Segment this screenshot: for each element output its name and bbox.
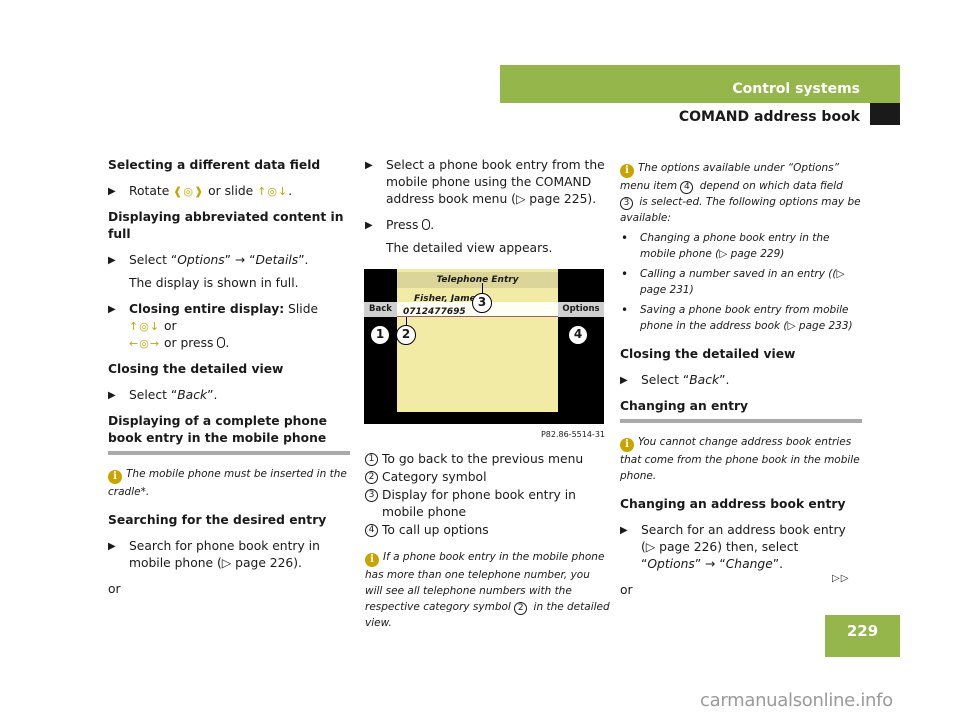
info-icon: i [365, 553, 379, 567]
slide-horizontal-symbol-icon: ←◎→ [129, 337, 161, 350]
info-icon: i [620, 438, 634, 452]
heading-changing-entry: Changing an entry [620, 398, 862, 423]
step-press: Press . [365, 217, 610, 234]
page-number: 229 [825, 615, 900, 657]
info-icon: i [108, 470, 122, 484]
or-text: or [108, 582, 121, 596]
result-detail-appears: The detailed view appears. [386, 241, 553, 255]
figure-caption: P82.86-5514-31 [540, 430, 605, 439]
heading-abbreviated: Displaying abbreviated content in full [108, 210, 344, 241]
heading-close-detail: Closing the detailed view [620, 347, 796, 361]
section-banner: Control systems [500, 65, 900, 103]
back-softkey: Back [364, 302, 397, 317]
entry-number: 0712477695 [403, 307, 466, 317]
callout-line [578, 317, 579, 331]
callout-line [482, 283, 483, 296]
info-icon: i [620, 164, 634, 178]
or-text: or [620, 583, 633, 597]
heading-select-field: Selecting a different data field [108, 158, 321, 172]
continued-arrows-icon: ▷▷ [832, 573, 850, 584]
slide-symbol-icon: ↑◎↓ [129, 320, 161, 333]
step-closing-display: Closing entire display: Slide ↑◎↓ or←◎→ … [108, 301, 350, 352]
step-rotate: Rotate ❰◎❱ or slide ↑◎↓. [108, 183, 350, 200]
step-select-back: Select “Back”. [108, 387, 350, 404]
heading-change-address-entry: Changing an address book entry [620, 497, 846, 511]
header-marker [870, 103, 900, 125]
options-softkey: Options [558, 302, 604, 317]
column-1: Selecting a different data field Rotate … [108, 157, 350, 607]
option-bullet: Calling a number saved in an entry ((▷ p… [620, 266, 862, 298]
callout-2: 2 [396, 325, 416, 345]
step-select-entry: Select a phone book entry from the mobil… [365, 157, 610, 208]
rotate-symbol-icon: ❰◎❱ [173, 185, 205, 198]
press-knob-icon [217, 337, 226, 348]
watermark: carmanualsonline.info [700, 690, 893, 711]
column-2: Select a phone book entry from the mobil… [364, 157, 610, 643]
display-title: Telephone Entry [397, 272, 558, 288]
option-bullet: Saving a phone book entry from mobile ph… [620, 302, 862, 334]
slide-symbol-icon: ↑◎↓ [257, 185, 289, 198]
display-area [397, 269, 558, 412]
step-select-back: Select “Back”. [620, 372, 862, 389]
heading-close-detail: Closing the detailed view [108, 362, 284, 376]
press-knob-icon [422, 219, 431, 230]
step-select-details: Select “Options” → “Details”. [108, 252, 350, 269]
callout-line [380, 317, 381, 331]
step-search-change: Search for an address book entry (▷ page… [620, 522, 862, 573]
callout-1: 1 [370, 325, 390, 345]
heading-display-complete: Displaying of a complete phone book entr… [108, 413, 350, 455]
detail-view-screenshot: Telephone Entry Fisher, James 0712477695… [364, 269, 604, 424]
callout-line [406, 317, 407, 331]
section-title: Control systems [732, 81, 860, 97]
option-bullet: Changing a phone book entry in the mobil… [620, 230, 862, 262]
step-search: Search for phone book entry in mobile ph… [108, 538, 350, 572]
entry-name: Fisher, James [414, 294, 482, 304]
heading-search: Searching for the desired entry [108, 513, 327, 527]
callout-4: 4 [568, 325, 588, 345]
result-shown-full: The display is shown in full. [129, 276, 299, 290]
callout-3: 3 [472, 293, 492, 313]
subsection-title: COMAND address book [678, 109, 860, 125]
